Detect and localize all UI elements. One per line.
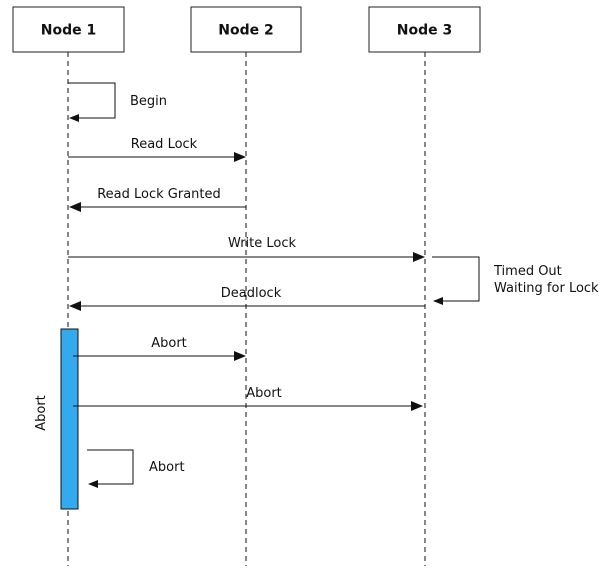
activation-label: Abort (34, 395, 49, 431)
message-begin (68, 82, 116, 122)
node-2-header: Node 2 (190, 6, 302, 53)
message-deadlock-label: Deadlock (221, 286, 282, 301)
message-abort-node-3-label: Abort (246, 386, 282, 401)
message-begin-label: Begin (130, 94, 167, 109)
message-read-lock-label: Read Lock (131, 137, 198, 152)
node-2-label: Node 2 (218, 23, 273, 39)
message-abort-self (87, 449, 134, 488)
node-3-header: Node 3 (368, 6, 481, 53)
message-read-lock-granted-label: Read Lock Granted (97, 187, 221, 202)
message-abort-node-2-label: Abort (151, 336, 187, 351)
message-timed-out-label-line2: Waiting for Lock (494, 281, 599, 296)
message-timed-out-label-line1: Timed Out (493, 264, 562, 279)
node-3-label: Node 3 (397, 23, 452, 39)
message-abort-self-label: Abort (149, 460, 185, 475)
message-timed-out (432, 256, 480, 305)
node-1-label: Node 1 (41, 23, 96, 39)
node-1-header: Node 1 (12, 6, 125, 53)
message-write-lock-label: Write Lock (228, 236, 297, 251)
activation-bar (60, 328, 79, 510)
